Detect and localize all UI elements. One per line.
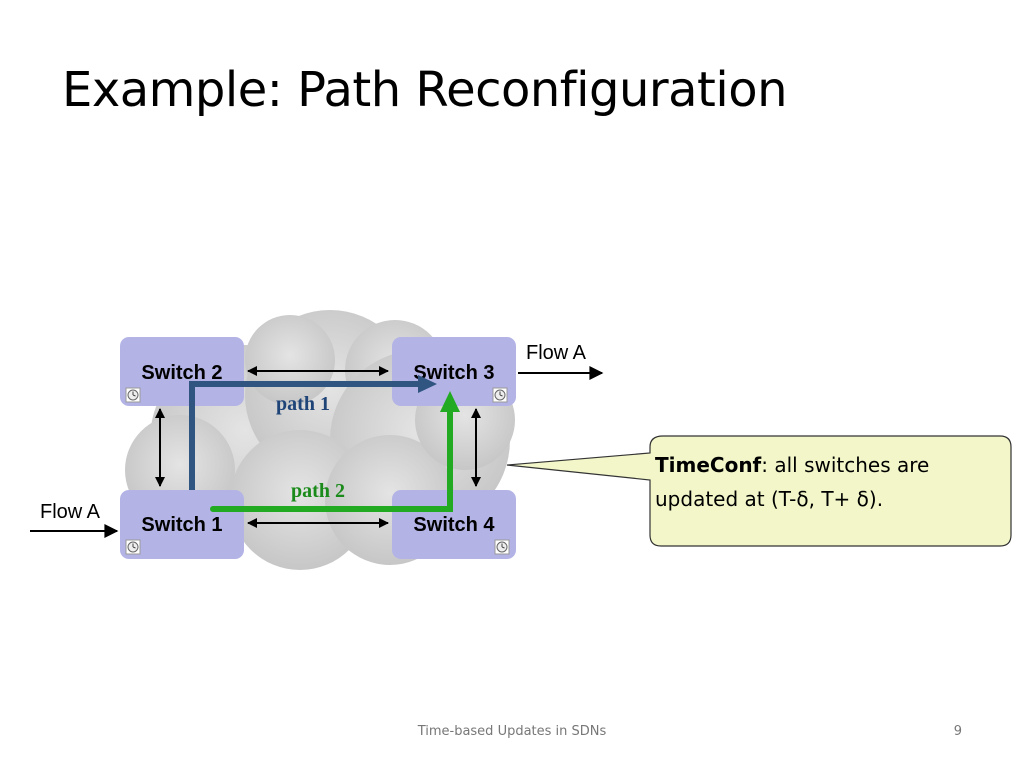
switch-1-label: Switch 1 — [141, 514, 222, 536]
switch-1-box: Switch 1 — [120, 490, 244, 559]
path-1-label: path 1 — [276, 393, 330, 415]
switch-2-label: Switch 2 — [141, 362, 222, 384]
switch-3-box: Switch 3 — [392, 337, 516, 406]
page-number: 9 — [953, 724, 962, 739]
path-1-arrow — [189, 375, 437, 490]
clock-icon — [125, 387, 141, 403]
switch-4-box: Switch 4 — [392, 490, 516, 559]
path-2-arrow — [210, 391, 460, 512]
callout-line-2: updated at (T-δ, T+ δ). — [655, 487, 884, 511]
callout-term: TimeConf — [655, 453, 762, 477]
flow-in-label: Flow A — [40, 501, 101, 523]
callout-line-1: : all switches are — [761, 453, 930, 477]
flow-out-label: Flow A — [526, 342, 587, 364]
slide-footer: Time-based Updates in SDNs — [417, 724, 607, 739]
switch-3-label: Switch 3 — [413, 362, 494, 384]
callout-text: TimeConf: all switches are updated at (T… — [655, 448, 995, 516]
path-2-label: path 2 — [291, 480, 345, 502]
clock-icon — [125, 539, 141, 555]
timeconf-callout — [506, 435, 1012, 547]
switch-4-label: Switch 4 — [413, 514, 495, 536]
clock-icon — [494, 539, 510, 555]
switch-2-box: Switch 2 — [120, 337, 244, 406]
clock-icon — [492, 387, 508, 403]
slide-title: Example: Path Reconfiguration — [62, 62, 788, 118]
